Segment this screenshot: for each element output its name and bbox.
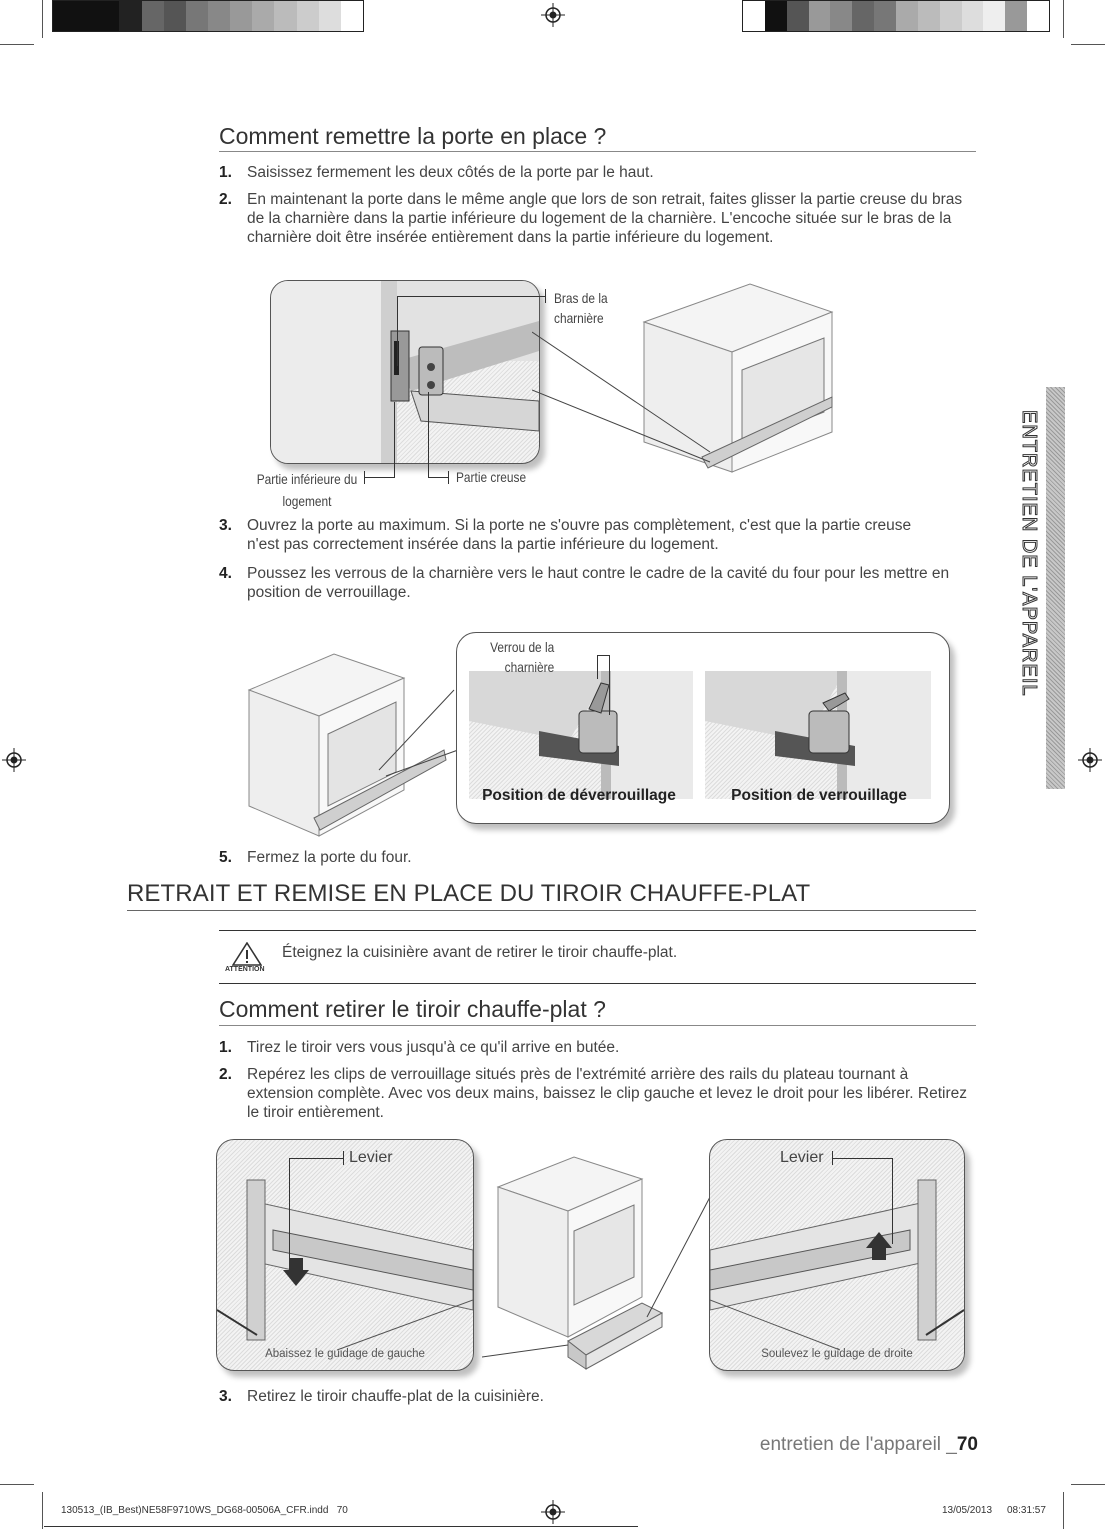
section2-subtitle: Comment retirer le tiroir chauffe-plat ? [219, 996, 606, 1022]
crop-mark [0, 1484, 34, 1485]
footer-page-number: 70 [956, 1434, 978, 1455]
step-text: Tirez le tiroir vers vous jusqu'à ce qu'… [247, 1039, 620, 1056]
registration-mark-right-icon [1078, 748, 1102, 772]
step-number: 4. [219, 565, 232, 582]
levier-right-label: Levier [780, 1149, 824, 1166]
section2-heading: RETRAIT ET REMISE EN PLACE DU TIROIR CHA… [127, 880, 811, 907]
section1-title: Comment remettre la porte en place ? [219, 123, 607, 149]
step-text: Fermez la porte du four. [247, 849, 412, 866]
position-verrouillage-label: Position de verrouillage [731, 787, 907, 804]
slug-rule [44, 1526, 638, 1527]
levier-right-callout [832, 1158, 892, 1159]
oven-drawer-drawing [482, 1156, 710, 1370]
figure-hinge-lock: Verrou de la charnière Position de déver… [244, 630, 959, 840]
caption-right: Soulevez le guidage de droite [761, 1348, 913, 1360]
lock-closeup-panel: Verrou de la charnière Position de déver… [456, 632, 950, 824]
left-guide-panel: Levier Abaissez le guidage de gauche [216, 1139, 474, 1371]
crop-mark [1063, 0, 1064, 38]
crop-mark [42, 1492, 43, 1529]
step-number: 5. [219, 849, 232, 866]
step-text: Retirez le tiroir chauffe-plat de la cui… [247, 1388, 544, 1405]
color-bar-left [52, 0, 364, 32]
figure-hinge-insertion: Bras de la charnière Partie inférieure d… [257, 272, 842, 512]
section2-heading-rule [127, 910, 976, 911]
slug-date: 13/05/2013 [942, 1505, 993, 1516]
step-number: 3. [219, 1388, 232, 1405]
attention-text: Éteignez la cuisinière avant de retirer … [282, 944, 678, 961]
inferieure-callout-line [394, 402, 395, 478]
oven-drawing [247, 653, 459, 837]
levier-left-label: Levier [349, 1149, 393, 1166]
partie-inferieure-label: Partie inférieure du logement [256, 471, 358, 509]
step-text: Saisissez fermement les deux côtés de la… [247, 164, 654, 181]
color-bar-right [742, 0, 1050, 32]
oven-drawing [532, 283, 834, 473]
section1-title-rule [219, 151, 976, 152]
registration-mark-top-icon [541, 3, 565, 27]
side-tab-label: ENTRETIEN DE L'APPAREIL [1018, 410, 1041, 698]
step-text: Repérez les clips de verrouillage situés… [247, 1066, 967, 1121]
figure-drawer-removal: Levier Abaissez le guidage de gauche Lev… [216, 1137, 976, 1382]
creuse-callout-line [428, 392, 429, 478]
step-text: Poussez les verrous de la charnière vers… [247, 565, 950, 601]
step-number: 1. [219, 1039, 232, 1056]
attention-icon-label: ATTENTION [225, 966, 265, 973]
crop-mark [1071, 44, 1105, 45]
footer-section-name: entretien de l'appareil _ [759, 1434, 957, 1455]
slug-time: 08:31:57 [1007, 1505, 1046, 1516]
step-text: En maintenant la porte dans le même angl… [247, 191, 963, 246]
bras-de-la-charniere-label: Bras de la charnière [554, 290, 608, 326]
partie-creuse-label: Partie creuse [456, 469, 527, 485]
crop-mark [42, 0, 43, 38]
position-deverrouillage-label: Position de déverrouillage [482, 787, 676, 804]
locked-image [705, 671, 931, 799]
crop-mark [0, 44, 34, 45]
levier-left-callout [289, 1158, 343, 1159]
step-text: Ouvrez la porte au maximum. Si la porte … [247, 517, 912, 553]
right-guide-panel: Levier Soulevez le guidage de droite [709, 1139, 965, 1371]
registration-mark-left-icon [2, 748, 26, 772]
page-footer-label: entretien de l'appareil _70 [756, 1434, 978, 1456]
step-number: 2. [219, 191, 232, 208]
side-tab [1046, 387, 1065, 789]
section2-subtitle-rule [219, 1025, 976, 1026]
crop-mark [1063, 1492, 1064, 1529]
step-number: 3. [219, 517, 232, 534]
caption-left: Abaissez le guidage de gauche [265, 1348, 425, 1360]
hinge-closeup-panel [270, 280, 540, 464]
warning-triangle-icon [232, 942, 262, 966]
bras-callout-line [397, 296, 398, 366]
registration-mark-bottom-icon [541, 1500, 565, 1524]
attention-box: ATTENTION Éteignez la cuisinière avant d… [219, 930, 976, 984]
step-number: 2. [219, 1066, 232, 1083]
slug-file-info: 130513_(IB_Best)NE58F9710WS_DG68-00506A_… [61, 1505, 348, 1516]
crop-mark [1071, 1484, 1105, 1485]
step-number: 1. [219, 164, 232, 181]
bras-callout-line [397, 296, 545, 297]
verrou-label: Verrou de la charnière [490, 639, 555, 675]
unlocked-image [469, 671, 693, 799]
